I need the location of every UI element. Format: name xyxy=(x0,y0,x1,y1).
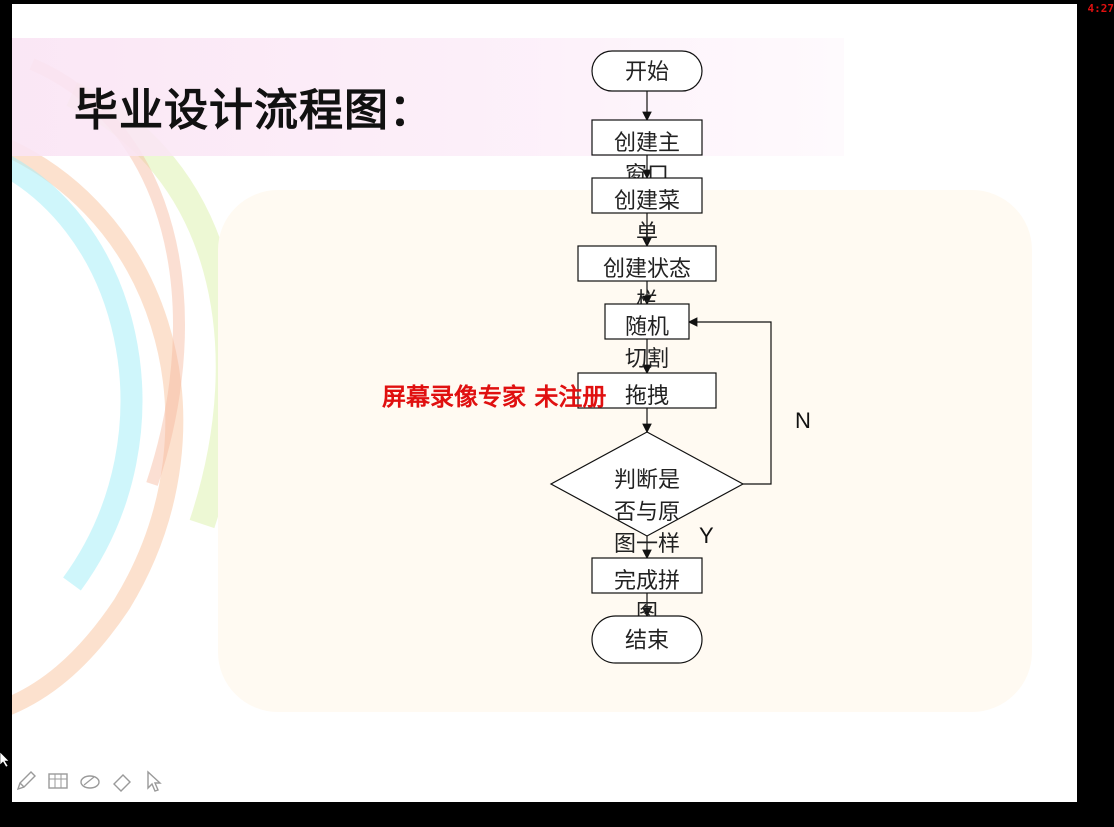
process-shape xyxy=(604,303,690,340)
title-band xyxy=(12,38,844,156)
terminal-shape xyxy=(591,615,703,664)
flowchart-branch-labels: NY xyxy=(699,408,811,548)
canvas-tool[interactable] xyxy=(46,769,70,793)
process-shape xyxy=(577,245,717,282)
flowchart-loop-edge xyxy=(687,317,772,485)
node-label-line: 创建状态 xyxy=(603,257,691,282)
process-shape xyxy=(591,557,703,594)
pointer-tool[interactable] xyxy=(142,769,166,793)
decision-shape xyxy=(549,431,745,537)
node-label-line: 创建菜 xyxy=(614,189,680,214)
flowchart-node-end: 结束 xyxy=(591,615,703,664)
node-label-line: 开始 xyxy=(625,60,669,85)
pen-icon xyxy=(16,771,36,791)
process-shape xyxy=(577,372,717,409)
watermark: 屏幕录像专家 未注册 xyxy=(382,382,607,411)
branch-label-no: N xyxy=(795,408,811,433)
eraser-icon xyxy=(113,774,131,792)
terminal-shape xyxy=(591,50,703,92)
node-label-line: 判断是 xyxy=(614,468,680,493)
mouse-cursor-icon xyxy=(0,752,10,768)
node-label-line: 图一样 xyxy=(614,532,680,557)
process-shape xyxy=(591,177,703,214)
cursor-icon xyxy=(147,770,162,792)
node-label-line: 创建主 xyxy=(614,131,680,156)
eraser-tool[interactable] xyxy=(110,769,134,793)
node-label-line: 单 xyxy=(636,221,658,246)
annotation-toolbar xyxy=(14,766,166,796)
node-label-line: 切割 xyxy=(625,347,669,372)
pen-tool[interactable] xyxy=(14,769,38,793)
flowchart-edges xyxy=(642,91,772,618)
highlighter-tool[interactable] xyxy=(78,769,102,793)
process-shape xyxy=(591,119,703,156)
branch-label-yes: Y xyxy=(699,523,714,548)
flowchart-node-start: 开始 xyxy=(591,50,703,92)
flowchart-node-drag: 拖拽 xyxy=(577,372,717,409)
node-label-line: 拖拽 xyxy=(625,384,669,409)
recording-timer: 4:27 xyxy=(1087,2,1114,15)
node-label-line: 完成拼 xyxy=(614,569,680,594)
grid-icon xyxy=(48,773,68,789)
node-label-line: 否与原 xyxy=(614,500,680,525)
node-label-line: 随机 xyxy=(625,315,669,340)
slide-title: 毕业设计流程图： xyxy=(74,85,434,136)
highlighter-icon xyxy=(80,775,100,789)
node-label-line: 结束 xyxy=(625,629,669,654)
